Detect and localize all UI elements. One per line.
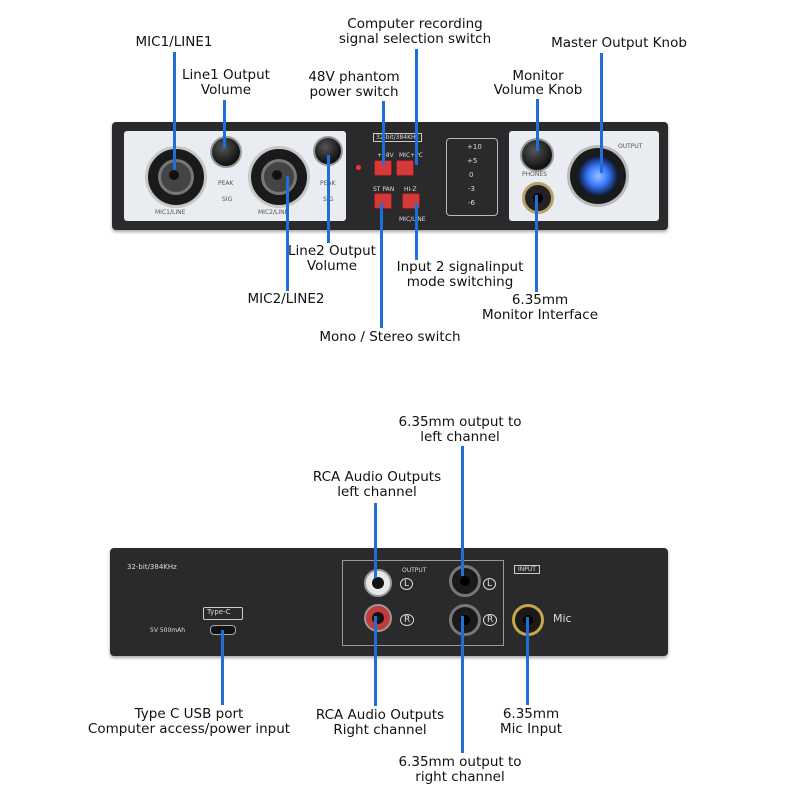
mic2-line-text: MIC2/LINE [258, 209, 289, 216]
meter-m3: -3 [468, 185, 475, 193]
hiz-text: HI-Z [404, 186, 417, 193]
mic-line-text: MIC/LINE [399, 216, 426, 223]
leader-monitor-if [535, 195, 538, 292]
rca-right-jack [364, 604, 392, 632]
peak-text-1: PEAK [218, 180, 234, 187]
label-mono-stereo: Mono / Stereo switch [319, 329, 461, 345]
label-mic-input-2: Mic Input [499, 721, 563, 737]
leader-out-left [461, 446, 464, 576]
label-input2-mode-2: mode switching [406, 274, 514, 290]
label-rca-left-1: RCA Audio Outputs [312, 469, 442, 485]
phones-text: PHONES [522, 171, 547, 178]
leader-rca-right [374, 616, 377, 706]
label-usb-2: Computer access/power input [87, 721, 291, 737]
rear-panel-device [110, 548, 668, 656]
label-phantom-1: 48V phantom [308, 69, 400, 85]
type-c-text: Type-C [207, 608, 231, 616]
label-rca-right-2: Right channel [333, 722, 427, 738]
label-rca-right-1: RCA Audio Outputs [315, 707, 445, 723]
output-section-box [342, 560, 504, 646]
label-out-left-1: 6.35mm output to [398, 414, 522, 430]
label-rec-select-2: signal selection switch [338, 31, 492, 47]
leader-line2-output [327, 155, 330, 243]
rca-l-text: L [400, 578, 414, 590]
jack-r-text: R [483, 614, 498, 626]
st-pan-text: ST PAN [373, 186, 395, 193]
meter-m6: -6 [468, 199, 475, 207]
bitrate-text-rear: 32-bit/384KHz [127, 563, 177, 571]
leader-mono-stereo [380, 203, 383, 328]
label-monitor-if-1: 6.35mm [511, 292, 569, 308]
xlr-combo-jack-1 [145, 146, 207, 208]
mic-pc-text: MIC+PC [399, 152, 423, 159]
leader-master-knob [600, 53, 603, 173]
output-text-front: OUTPUT [618, 143, 643, 150]
level-meter [446, 138, 498, 216]
bitrate-text-front: 32-bit/384KHz [373, 133, 422, 142]
label-mic2: MIC2/LINE2 [247, 291, 325, 307]
power-text: 5V 500mAh [150, 627, 186, 634]
label-line1-output-2: Volume [200, 82, 252, 98]
xlr-combo-jack-2 [248, 146, 310, 208]
mono-stereo-button[interactable] [374, 193, 392, 209]
label-mic1: MIC1/LINE1 [135, 34, 213, 50]
label-monitor-knob-1: Monitor [512, 68, 564, 84]
leader-out-right [461, 616, 464, 753]
mic-text-rear: Mic [553, 612, 572, 625]
leader-mic-input [526, 617, 529, 705]
jack-l-text: L [483, 578, 497, 590]
leader-mic2 [286, 176, 289, 291]
leader-line1-output [223, 100, 226, 148]
line1-volume-knob [210, 136, 242, 168]
label-monitor-knob-2: Volume Knob [493, 82, 583, 98]
leader-input2-mode [415, 203, 418, 260]
leader-phantom [382, 101, 385, 165]
jack-right-output [449, 604, 481, 636]
rca-left-jack [364, 569, 392, 597]
input-text-rear: INPUT [514, 565, 540, 574]
meter-p5: +5 [467, 157, 478, 165]
leader-mic1 [173, 52, 176, 170]
label-monitor-if-2: Monitor Interface [481, 307, 599, 323]
label-line2-output-2: Volume [306, 258, 358, 274]
leader-rec-select [415, 49, 418, 165]
leader-monitor-knob [536, 99, 539, 151]
48v-text: +48V [377, 152, 394, 159]
label-out-right-1: 6.35mm output to [398, 754, 522, 770]
headphone-jack [522, 182, 554, 214]
sig-text-1: SIG [222, 196, 233, 203]
label-rec-select-1: Computer recording [347, 16, 483, 32]
leader-rca-left [374, 503, 377, 578]
jack-left-output [449, 565, 481, 597]
label-line2-output-1: Line2 Output [288, 243, 376, 259]
meter-p10: +10 [467, 143, 482, 151]
label-phantom-2: power switch [309, 84, 399, 100]
label-master-knob: Master Output Knob [551, 35, 687, 51]
output-text-rear: OUTPUT [400, 567, 429, 574]
phantom-led [356, 165, 361, 170]
label-mic-input-1: 6.35mm [502, 706, 560, 722]
label-out-right-2: right channel [415, 769, 505, 785]
label-line1-output-1: Line1 Output [182, 67, 270, 83]
type-c-badge [203, 607, 243, 620]
rca-r-text: R [400, 614, 415, 626]
leader-usb [221, 630, 224, 705]
label-input2-mode-1: Input 2 signalinput [396, 259, 524, 275]
label-out-left-2: left channel [420, 429, 500, 445]
recording-select-button[interactable] [396, 160, 414, 176]
mic1-line-text: MIC1/LINE [155, 209, 186, 216]
label-usb-1: Type C USB port [134, 706, 244, 722]
meter-0: 0 [469, 171, 474, 179]
label-rca-left-2: left channel [337, 484, 417, 500]
master-output-knob [570, 148, 626, 204]
